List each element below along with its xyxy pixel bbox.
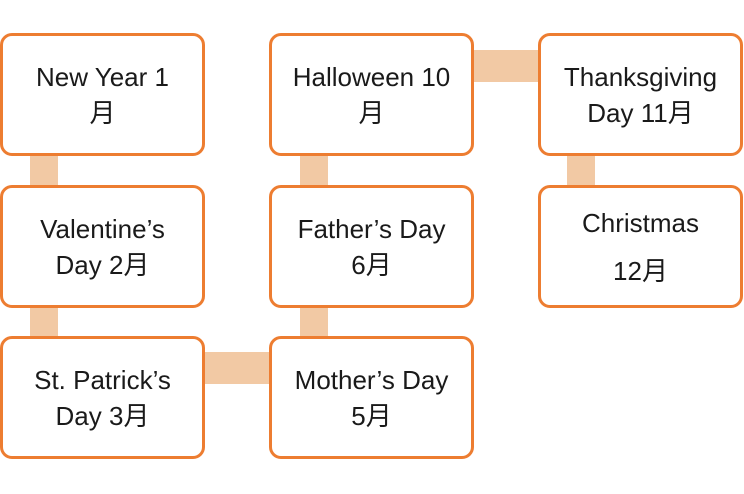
- connector-thanksgiving-to-christmas: [567, 155, 595, 187]
- node-christmas-line-2: 12月: [613, 255, 668, 286]
- connector-halloween-to-thanksgiving: [472, 50, 540, 82]
- node-valentines-day-line-2: Day 2月: [55, 249, 150, 280]
- node-thanksgiving-day: Thanksgiving Day 11月: [538, 33, 743, 156]
- node-valentines-day-line-1: Valentine’s: [40, 213, 165, 244]
- node-valentines-day: Valentine’s Day 2月: [0, 185, 205, 308]
- node-new-year-text: New Year 1 月: [36, 59, 169, 131]
- node-fathers-day-line-2: 6月: [351, 249, 392, 280]
- node-valentines-day-text: Valentine’s Day 2月: [40, 211, 165, 283]
- node-thanksgiving-day-text: Thanksgiving Day 11月: [564, 59, 717, 131]
- connector-new-year-to-valentines: [30, 155, 58, 187]
- node-st-patricks-day-line-2: Day 3月: [55, 400, 150, 431]
- connector-st-patricks-to-mothers-day: [204, 352, 270, 384]
- node-st-patricks-day-line-1: St. Patrick’s: [34, 364, 171, 395]
- node-halloween-line-1: Halloween 10: [292, 61, 451, 92]
- node-halloween: Halloween 10 月: [269, 33, 474, 156]
- node-thanksgiving-day-line-1: Thanksgiving: [563, 61, 718, 92]
- node-new-year-line-1: New Year 1: [36, 61, 169, 92]
- node-thanksgiving-day-line-2: Day 11月: [587, 97, 694, 128]
- node-christmas: Christmas 12月: [538, 185, 743, 308]
- node-mothers-day: Mother’s Day 5月: [269, 336, 474, 459]
- node-st-patricks-day-text: St. Patrick’s Day 3月: [34, 362, 171, 434]
- connector-valentines-to-st-patricks: [30, 306, 58, 338]
- connector-mothers-day-to-fathers-day: [300, 306, 328, 338]
- node-mothers-day-line-2: 5月: [351, 400, 392, 431]
- node-christmas-line-1: Christmas: [581, 207, 699, 238]
- node-fathers-day: Father’s Day 6月: [269, 185, 474, 308]
- node-mothers-day-line-1: Mother’s Day: [294, 364, 449, 395]
- node-new-year: New Year 1 月: [0, 33, 205, 156]
- node-fathers-day-line-1: Father’s Day: [297, 213, 446, 244]
- node-new-year-line-2: 月: [89, 97, 116, 128]
- node-christmas-text: Christmas 12月: [582, 205, 699, 289]
- node-halloween-text: Halloween 10 月: [293, 59, 451, 131]
- node-halloween-line-2: 月: [358, 97, 385, 128]
- node-st-patricks-day: St. Patrick’s Day 3月: [0, 336, 205, 459]
- node-fathers-day-text: Father’s Day 6月: [298, 211, 446, 283]
- node-mothers-day-text: Mother’s Day 5月: [295, 362, 449, 434]
- connector-fathers-day-to-halloween: [300, 155, 328, 187]
